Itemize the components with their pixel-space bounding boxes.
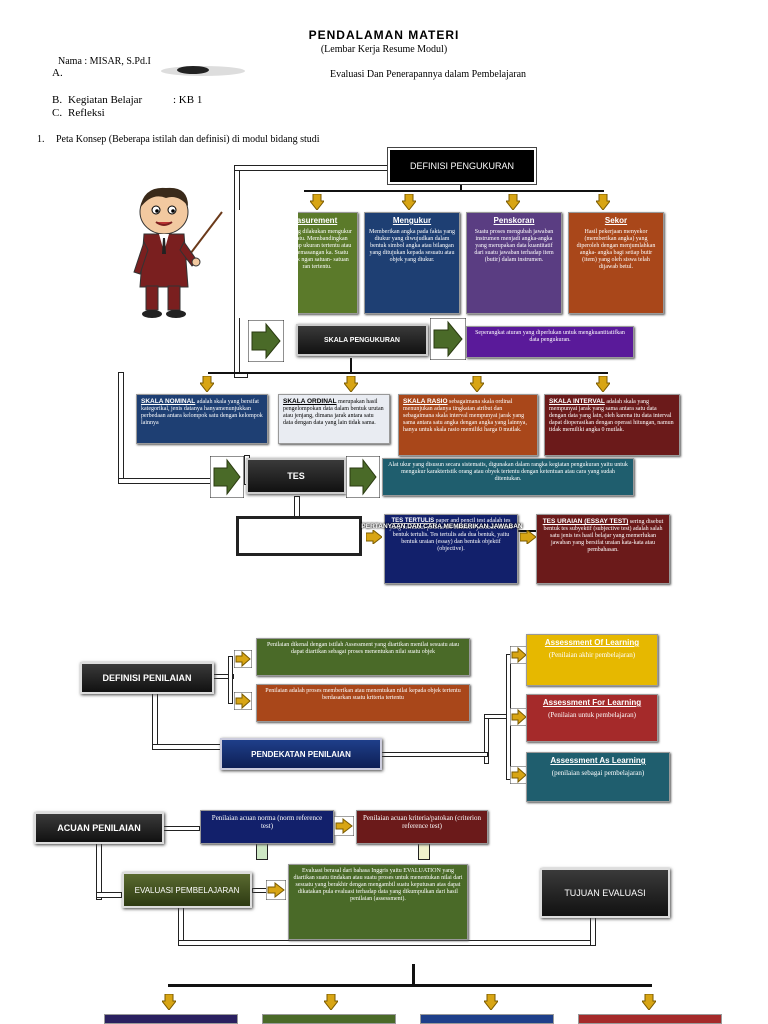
down-arrow-icon	[596, 376, 610, 392]
tes-uraian-box: TES URAIAN (ESSAY TEST) sering disebut b…	[536, 514, 670, 584]
right-arrow-icon	[510, 708, 528, 726]
right-arrow-icon	[510, 766, 528, 784]
tujuan-box-2	[262, 1014, 396, 1024]
down-arrow-icon	[596, 194, 610, 210]
acuan-penilaian-box: ACUAN PENILAIAN	[34, 812, 164, 844]
connector	[590, 916, 596, 946]
item-1-number: 1.	[37, 134, 45, 145]
signature-scribble	[158, 64, 256, 78]
definisi-penilaian-1-box: Penilaian dikenal dengan istilah Assessm…	[256, 638, 470, 676]
right-arrow-icon	[234, 692, 252, 710]
connector	[118, 478, 214, 484]
definisi-penilaian-2-box: Penilaian adalah proses memberikan atau …	[256, 684, 470, 722]
right-arrow-icon	[234, 650, 252, 668]
acuan-norma-box: Penilaian acuan norma (norm reference te…	[200, 810, 334, 844]
right-arrow-icon	[334, 816, 354, 836]
evaluasi-definition-box: Evaluasi berasal dari bahasa Inggris yai…	[288, 864, 468, 940]
skala-definition-box: Seperangkat aturan yang diperlukan untuk…	[466, 326, 634, 358]
name-line: Nama : MISAR, S.Pd.I	[58, 56, 151, 67]
item-b-value: : KB 1	[173, 94, 203, 106]
down-arrow-icon	[310, 194, 324, 210]
item-1-text: Peta Konsep (Beberapa istilah dan defini…	[56, 134, 320, 145]
connector	[152, 744, 222, 750]
right-arrow-icon	[266, 880, 286, 900]
sekor-box: Sekor Hasil pekerjaan menyekor (memberik…	[568, 212, 664, 314]
measurement-overlap-panel	[238, 210, 298, 318]
tes-definition-box: Alat ukur yang disusun secara sistematis…	[382, 458, 634, 496]
item-a-label: A.	[52, 67, 63, 79]
down-arrow-icon	[642, 994, 656, 1010]
connector	[228, 656, 233, 704]
penskoran-box: Penskoran Suatu proses mengubah jawaban …	[466, 212, 562, 314]
connector	[460, 184, 462, 192]
connector	[350, 358, 352, 372]
connector	[294, 496, 300, 518]
right-arrow-icon	[346, 456, 380, 498]
acuan-kriteria-box: Penilaian acuan kriteria/patokan (criter…	[356, 810, 488, 844]
right-arrow-icon	[430, 318, 466, 360]
down-arrow-icon	[402, 194, 416, 210]
tujuan-box-4	[578, 1014, 722, 1024]
item-c-text: Refleksi	[68, 107, 105, 119]
pendekatan-penilaian-box: PENDEKATAN PENILAIAN	[220, 738, 382, 770]
assessment-as-learning-box: Assessment As Learning(penilaian sebagai…	[526, 752, 670, 802]
connector	[118, 372, 124, 482]
tes-tertulis-empty-box	[236, 516, 362, 556]
item-c-label: C.	[52, 107, 63, 119]
right-arrow-icon	[248, 320, 284, 362]
connector	[208, 372, 608, 374]
page-title: PENDALAMAN MATERI	[308, 28, 460, 42]
page-subtitle: (Lembar Kerja Resume Modul)	[320, 44, 448, 55]
evaluasi-pembelajaran-box: EVALUASI PEMBELAJARAN	[122, 872, 252, 908]
skala-rasio-box: SKALA RASIO sebagaimana skala ordinal me…	[398, 394, 538, 456]
down-arrow-icon	[324, 994, 338, 1010]
down-arrow-icon	[200, 376, 214, 392]
assessment-for-learning-box: Assessment For Learning(Penilaian untuk …	[526, 694, 658, 742]
tujuan-box-1	[104, 1014, 238, 1024]
definisi-pengukuran-box: DEFINISI PENGUKURAN	[388, 148, 536, 184]
down-arrow-icon	[162, 994, 176, 1010]
right-arrow-icon	[366, 530, 382, 544]
skala-ordinal-box: SKALA ORDINAL merupakan hasil pengelompo…	[278, 394, 390, 444]
item-b-text: Kegiatan Belajar	[68, 94, 143, 106]
right-arrow-icon	[520, 530, 536, 544]
down-arrow-icon	[484, 994, 498, 1010]
tujuan-box-3	[420, 1014, 554, 1024]
teacher-cartoon-image	[126, 182, 226, 322]
connector	[178, 940, 596, 946]
connector	[304, 190, 604, 192]
tujuan-evaluasi-box: TUJUAN EVALUASI	[540, 868, 670, 918]
mengukur-box: Mengukur Memberikan angka pada fakta yan…	[364, 212, 460, 314]
connector	[234, 165, 394, 171]
skala-nominal-box: SKALA NOMINAL adalah skala yang bersifat…	[136, 394, 268, 444]
connector	[96, 840, 102, 900]
connector	[412, 964, 415, 986]
connector	[96, 892, 122, 898]
down-arrow-icon	[344, 376, 358, 392]
connector	[168, 984, 652, 987]
connector	[152, 690, 158, 750]
tes-tertulis-box: TES TERTULIS paper and pencil test adala…	[384, 514, 518, 584]
skala-interval-box: SKALA INTERVAL adalah skala yang mempuny…	[544, 394, 680, 456]
assessment-of-learning-box: Assessment Of Learning(Penilaian akhir p…	[526, 634, 658, 686]
skala-pengukuran-box: SKALA PENGUKURAN	[296, 324, 428, 356]
right-arrow-icon	[510, 646, 528, 664]
down-arrow-icon	[470, 376, 484, 392]
down-arrow-icon	[506, 194, 520, 210]
definisi-penilaian-box: DEFINISI PENILAIAN	[80, 662, 214, 694]
tes-box: TES	[246, 458, 346, 494]
tes-overlay-text: PERTANYAAN DAN CARA MEMBERIKAN JAWABAN	[361, 523, 523, 530]
topic-text: Evaluasi Dan Penerapannya dalam Pembelaj…	[330, 69, 527, 80]
right-arrow-icon	[210, 456, 244, 498]
item-b-label: B.	[52, 94, 63, 106]
connector	[380, 752, 488, 757]
